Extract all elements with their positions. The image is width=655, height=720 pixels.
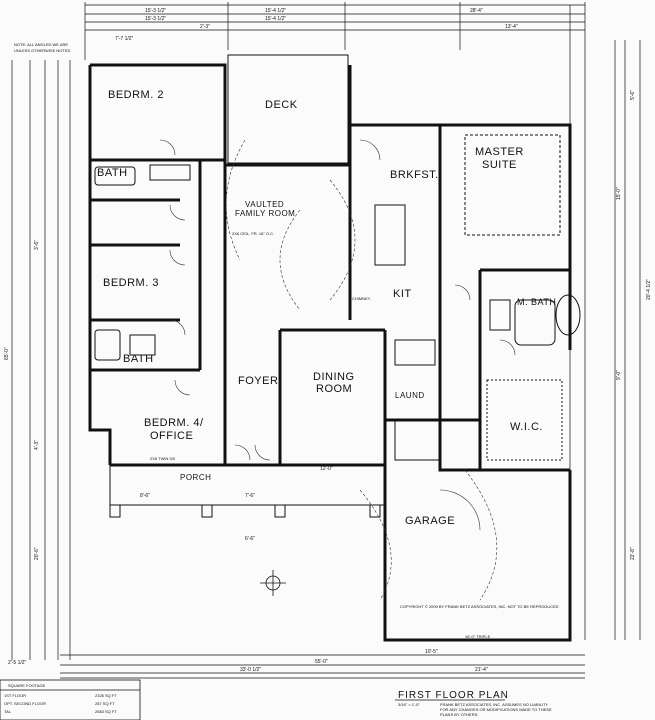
dim-top2: 15'-4 1/2" [265, 8, 286, 14]
note-window-header: 2X6 TWIN 3/0 [150, 456, 176, 461]
room-label-master-1: MASTER [475, 146, 524, 158]
dim-right-b: 20'-4 1/2" [646, 279, 652, 300]
room-label-dining: DINING [313, 371, 355, 383]
room-label-deck: DECK [265, 99, 298, 111]
room-label-bath-lower: BATH [123, 353, 154, 365]
note-chimney: CHIMNEY [352, 296, 371, 301]
dim-porch-w: 8'-6" [140, 493, 150, 499]
room-label-wic: W.I.C. [510, 421, 543, 433]
footage-row3-label: TAL [4, 709, 12, 714]
dim-left-c: 20'-6" [34, 547, 40, 560]
tub-lower [94, 329, 121, 361]
plan-title: FIRST FLOOR PLAN [398, 690, 509, 701]
dim-right-e: 22'-8" [630, 547, 636, 560]
note-frank-2: FOR ANY CHANGES OR MODIFICATIONS MADE TO… [440, 707, 552, 712]
note-garage-door: 16'-0" TRIPLE [465, 634, 491, 639]
tub-upper [94, 166, 136, 186]
note-frank-3: PLANS BY OTHERS. [440, 712, 478, 717]
dim-top3: 28'-4" [470, 8, 483, 14]
room-label-mbath: M. BATH [517, 297, 556, 307]
dim-foyer-w: 6'-6" [245, 536, 255, 542]
room-label-foyer: FOYER [238, 375, 278, 387]
room-label-bedrm4: BEDRM. 4/ [144, 417, 204, 429]
dim-bottom-small: 10'-5" [425, 649, 438, 655]
room-label-porch: PORCH [180, 473, 211, 482]
note-top-left-2: UNLESS OTHERWISE NOTED [14, 48, 70, 53]
footage-row2-label: OPT. SECOND FLOOR [4, 701, 46, 706]
footage-row1-value: 2326 SQ FT [95, 693, 117, 698]
dim-bottom-mid: 21'-4" [475, 667, 488, 673]
note-copyright: COPYRIGHT © 2009 BY FRANK BETZ ASSOCIATE… [400, 604, 559, 609]
dim-left-total: 65'-0" [4, 347, 10, 360]
room-label-laund: LAUND [395, 391, 425, 400]
footage-row1-label: 1ST FLOOR [4, 693, 26, 698]
room-label-kit: KIT [393, 288, 412, 300]
room-label-garage: GARAGE [405, 515, 455, 527]
dim-top1: 15'-3 1/2" [145, 8, 166, 14]
dim-right-a: 5'-6" [630, 90, 636, 100]
dim-bottom-total: 55'-0" [315, 659, 328, 665]
master-tub [555, 294, 581, 336]
note-frank-1: FRANK BETZ ASSOCIATES, INC. ASSUMES NO L… [440, 702, 549, 707]
dim-top6: 13'-4" [505, 24, 518, 30]
dim-bottom-ext: 2'-5 1/2" [8, 660, 27, 666]
dim-right-c: 15'-0" [616, 187, 622, 200]
note-top-left-1: NOTE: ALL ANGLED WE ARE [14, 42, 68, 47]
dim-top7: 7'-7 1/2" [115, 36, 134, 42]
room-label-bedrm2: BEDRM. 2 [108, 89, 164, 101]
porch-outline [109, 464, 386, 506]
footage-row2-value: 287 SQ FT [95, 701, 115, 706]
room-label-family: FAMILY ROOM [235, 209, 295, 218]
square-footage-box [0, 679, 141, 720]
room-label-room: ROOM [316, 383, 352, 395]
dim-top5: 15'-4 1/2" [265, 16, 286, 22]
room-label-vaulted: VAULTED [245, 200, 284, 209]
plan-scale: 3/16" = 1'-0" [398, 702, 420, 707]
footage-row3-value: 2583 SQ FT [95, 709, 117, 714]
dim-left-b: 4'-3" [34, 440, 40, 450]
room-label-bath-upper: BATH [97, 167, 128, 179]
room-label-brkfst: BRKFST. [390, 169, 439, 181]
room-label-bedrm3: BEDRM. 3 [103, 277, 159, 289]
dim-top8: 2'-3" [200, 24, 210, 30]
room-label-master-2: SUITE [482, 159, 517, 171]
dim-porch-w2: 7'-6" [245, 493, 255, 499]
dim-bottom-left: 33'-0 1/2" [240, 667, 261, 673]
footage-heading: SQUARE FOOTAGE [8, 683, 46, 688]
dim-right-d: 9'-0" [616, 370, 622, 380]
dim-top4: 15'-3 1/2" [145, 16, 166, 22]
dim-left-a: 3'-6" [34, 240, 40, 250]
dim-dining-w: 12'-0" [320, 466, 333, 472]
note-ceiling: 2X6 CEIL. FR. 16" O.C. [232, 231, 274, 236]
room-label-office: OFFICE [150, 430, 193, 442]
deck-outline [227, 54, 349, 164]
